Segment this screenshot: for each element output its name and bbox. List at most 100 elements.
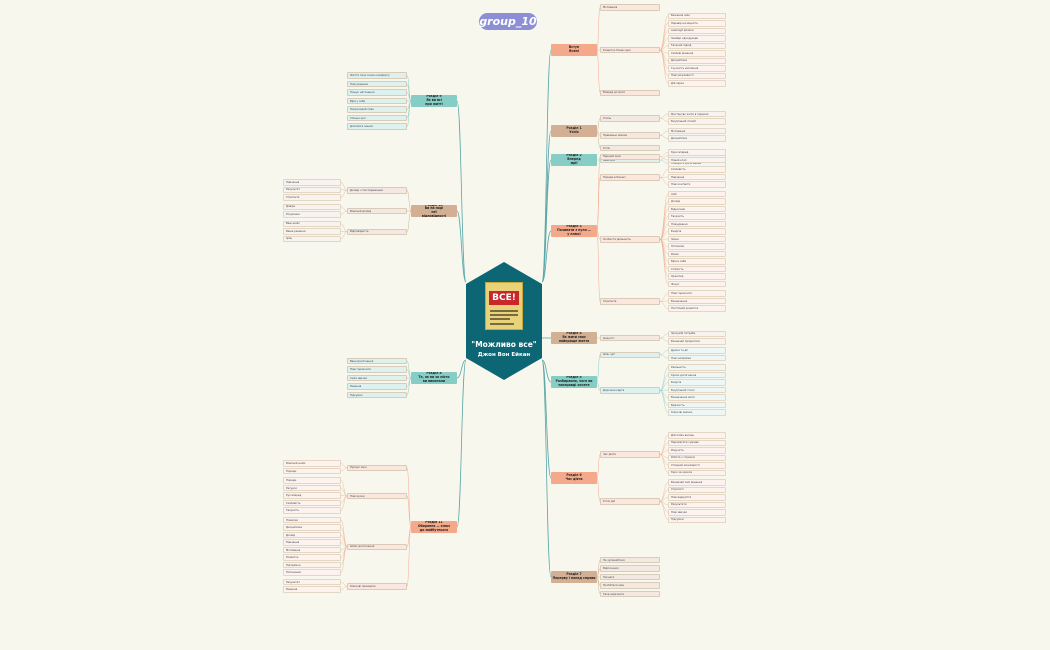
branch-ch3-subtopic[interactable]: Нові контакти [668, 181, 726, 188]
branch-ch3-subtopic[interactable]: Крок вперед [668, 149, 726, 156]
branch-ch6-subtopic[interactable]: Діяти без вагань [668, 432, 726, 439]
branch-ch3-topic[interactable]: Поради в бізнесі [600, 174, 660, 181]
branch-intro-subtopic[interactable]: Аналізуй ризики [668, 27, 726, 34]
branch-ch11-topic[interactable]: Шлях досягнення [347, 543, 407, 550]
branch-ch5-subtopic[interactable]: Кроки досягнення [668, 371, 726, 379]
branch-ch3-subtopic[interactable]: Хобі [668, 190, 726, 198]
branch-ch11-subtopic[interactable]: Дисципліна [283, 524, 341, 531]
branch-ch5-subtopic[interactable]: Вдячність [668, 401, 726, 409]
branch-ch10-subtopic[interactable]: Довіра [283, 203, 341, 210]
branch-ch11-subtopic[interactable]: Помилки [283, 516, 341, 524]
branch-intro-subtopic[interactable]: Творчий підхід [668, 42, 726, 49]
branch-ch6-subtopic[interactable]: Нові відкриття [668, 494, 726, 501]
branch-ch11-subtopic[interactable]: Сміливість [283, 499, 341, 507]
branch-ch11-subtopic[interactable]: Мотивація [283, 546, 341, 554]
branch-ch6[interactable]: Розділ 6 Час діяти [551, 472, 597, 484]
branch-ch3-subtopic[interactable]: Навчання [668, 173, 726, 181]
branch-ch10-subtopic[interactable]: Стратегія [283, 194, 341, 201]
branch-ch11[interactable]: Розділ 11 Обирання — ключ до майбутнього [411, 521, 457, 533]
branch-ch1[interactable]: Розділ 1 Успіх [551, 125, 597, 137]
branch-ch8-topic[interactable]: Ваші досягнення [347, 357, 407, 365]
branch-ch11-subtopic[interactable]: Натхнення [283, 569, 341, 576]
branch-ch7-topic[interactable]: Твоя нова мета [600, 590, 660, 598]
branch-ch10-subtopic[interactable]: Розуміння [283, 211, 341, 218]
branch-ch6-subtopic[interactable]: Перемагати сумніви [668, 439, 726, 446]
branch-ch3-subtopic[interactable]: Орієнтир [668, 273, 726, 280]
branch-ch3-subtopic[interactable]: Оптимізм [668, 243, 726, 250]
branch-intro-subtopic[interactable]: Бажання змін [668, 12, 726, 19]
branch-ch11-subtopic[interactable]: Рішення [283, 586, 341, 593]
branch-ch5-topic[interactable]: Ціль і дії [600, 351, 660, 358]
branch-ch4-subtopic[interactable]: Визначай пріоритети [668, 338, 726, 345]
branch-ch10-subtopic[interactable]: Ваш шлях [283, 220, 341, 227]
branch-ch8[interactable]: Розділ 8 Те, як ви за місто ви виконали [411, 372, 457, 384]
branch-ch5-subtopic[interactable]: Внутрішній голос [668, 386, 726, 394]
branch-ch3-subtopic[interactable]: Сміливість [668, 166, 726, 173]
branch-ch6-subtopic[interactable]: Визначай свої рішення [668, 479, 726, 486]
branch-ch5-subtopic[interactable]: Нові напрямки [668, 354, 726, 362]
branch-ch3-subtopic[interactable]: Енергія [668, 228, 726, 235]
branch-ch11-subtopic[interactable]: Досвід [283, 531, 341, 539]
branch-intro[interactable]: Вступ Вчені [551, 44, 597, 56]
branch-ch3-subtopic[interactable]: Визначення [668, 297, 726, 305]
branch-intro-topic[interactable]: Розвиток бізнес-ідеї [600, 46, 660, 54]
branch-ch5[interactable]: Розділ 5 Розбираємо, чого ви насправді х… [551, 376, 597, 388]
branch-ch3-topic[interactable]: Особиста діяльність [600, 236, 660, 243]
branch-ch8-topic[interactable]: Сила звички [347, 374, 407, 382]
branch-ch6-subtopic[interactable]: Рішучість [668, 447, 726, 454]
branch-ch6-subtopic[interactable]: Створюй можливості [668, 462, 726, 469]
branch-ch7-topic[interactable]: Відпочинок [600, 565, 660, 572]
branch-intro-topic[interactable]: Мотивація [600, 4, 660, 11]
branch-ch11-subtopic[interactable]: Результат [283, 578, 341, 586]
branch-ch3-topic[interactable]: Стратегія [600, 298, 660, 305]
branch-ch3-subtopic[interactable]: Планування [668, 220, 726, 228]
branch-intro-subtopic[interactable]: Знайди однодумців [668, 35, 726, 42]
branch-ch6-subtopic[interactable]: Нові звички [668, 509, 726, 516]
branch-ch7-topic[interactable]: Не бійтеся змін [600, 582, 660, 589]
branch-ch9-topic[interactable]: Пошук натхнення [347, 89, 407, 96]
branch-ch11-subtopic[interactable]: Творчість [283, 507, 341, 514]
branch-ch1-subtopic[interactable]: Мистецтво жити в гармонії [668, 110, 726, 118]
branch-ch10-subtopic[interactable]: Ваше рішення [283, 228, 341, 235]
branch-ch4-topic[interactable]: Цінності [600, 334, 660, 342]
branch-ch3-subtopic[interactable]: Творчість [668, 213, 726, 220]
branch-ch11-subtopic[interactable]: Рух вперед [283, 492, 341, 499]
branch-ch10-topic[interactable]: Досвід і спостереження [347, 187, 407, 194]
branch-ch6-subtopic[interactable]: Крок за кроком [668, 469, 726, 476]
branch-ch6-topic[interactable]: Успіх дій [600, 498, 660, 505]
branch-ch10-topic[interactable]: Відповідність [347, 228, 407, 235]
branch-ch5-subtopic[interactable]: Думки та дії [668, 347, 726, 354]
branch-ch11-subtopic[interactable]: Навчання [283, 539, 341, 546]
branch-ch9-topic[interactable]: Допомога іншим [347, 123, 407, 130]
branch-ch6-subtopic[interactable]: Робота з страхом [668, 454, 726, 461]
branch-ch3-topic[interactable]: Перший крок [600, 153, 660, 160]
branch-ch11-topic[interactable]: Нові кроки [347, 492, 407, 500]
branch-ch3-subtopic[interactable]: Віра в себе [668, 258, 726, 265]
branch-ch10[interactable]: Розділ 10 Ви на порі неї відповідності [411, 205, 457, 217]
branch-intro-subtopic[interactable]: Дисципліна [668, 57, 726, 64]
branch-intro-subtopic[interactable]: Сміливі рішення [668, 50, 726, 57]
branch-ch8-topic[interactable]: Підсумок [347, 391, 407, 399]
branch-intro-topic[interactable]: Вперед до мети [600, 89, 660, 96]
branch-ch9-topic[interactable]: Життя поза зоною комфорту [347, 72, 407, 79]
branch-ch7-topic[interactable]: Не зупиняйтеся [600, 556, 660, 564]
branch-intro-subtopic[interactable]: Нові можливості [668, 72, 726, 79]
branch-ch5-subtopic[interactable]: Енергія [668, 379, 726, 386]
branch-ch1-topic[interactable]: Правильні звички [600, 132, 660, 139]
branch-ch11-subtopic[interactable]: Ресурси [283, 484, 341, 492]
branch-ch9[interactable]: Розділ 9 Як ви всі при житті [411, 95, 457, 107]
branch-ch6-topic[interactable]: Час діяти [600, 451, 660, 458]
branch-ch3-subtopic[interactable]: Досвід [668, 198, 726, 205]
branch-ch10-topic[interactable]: Власний досвід [347, 207, 407, 215]
branch-ch10-subtopic[interactable]: Результат [283, 186, 341, 193]
branch-ch3-subtopic[interactable]: Відносини [668, 205, 726, 213]
branch-ch3-subtopic[interactable]: Зміни [668, 235, 726, 243]
branch-ch3-subtopic[interactable]: Стійкість [668, 265, 726, 273]
branch-ch1-topic[interactable]: Успіх [600, 144, 660, 152]
branch-intro-subtopic[interactable]: Гнучкість мислення [668, 65, 726, 72]
branch-ch7-topic[interactable]: Наснага [600, 573, 660, 581]
branch-ch6-subtopic[interactable]: Стратегії [668, 486, 726, 493]
central-topic[interactable]: ВСЕ! "Можливо все" Джон Вон Ейкан [466, 262, 542, 380]
branch-ch11-subtopic[interactable]: Розвиток [283, 554, 341, 561]
